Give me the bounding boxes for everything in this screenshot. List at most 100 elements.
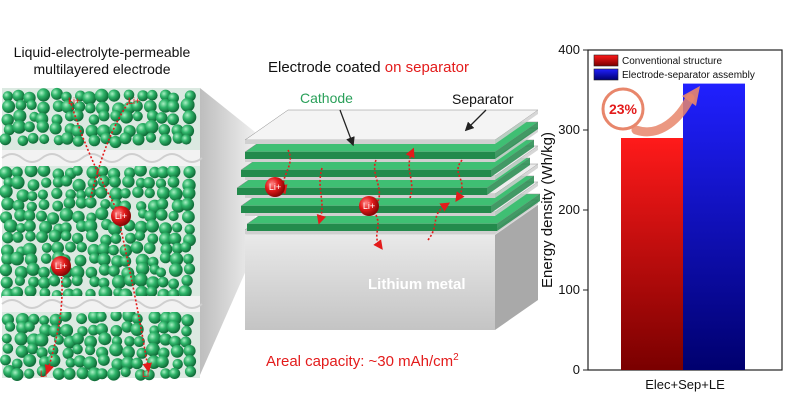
electrode-particle <box>181 314 194 327</box>
electrode-particle <box>52 100 65 112</box>
electrode-particle <box>71 124 84 138</box>
electrode-particle <box>85 345 96 356</box>
electrode-particle <box>15 345 29 358</box>
electrode-particle <box>0 276 13 289</box>
electrode-particle <box>41 242 53 253</box>
electrode-particle <box>89 252 100 264</box>
electrode-particle <box>121 321 133 333</box>
electrode-particle <box>48 275 61 287</box>
electrode-particle <box>130 322 144 336</box>
electrode-particle <box>143 177 155 189</box>
ion-markers-stack: Li+ Li+ <box>265 177 379 216</box>
electrode-particle <box>1 333 12 344</box>
bar-conventional <box>621 138 683 370</box>
electrode-particle <box>61 100 75 114</box>
electrode-particle <box>74 101 86 113</box>
electrode-particle <box>156 166 170 179</box>
electrode-particle <box>65 357 76 368</box>
electrode-particle <box>49 313 63 327</box>
electrode-particle <box>96 311 107 322</box>
electrode-particle <box>28 276 40 288</box>
svg-text:Li+: Li+ <box>363 201 375 211</box>
electrode-particle <box>119 132 132 145</box>
electrode-particle <box>41 177 52 188</box>
electrode-particle <box>75 197 88 209</box>
electrode-particle <box>13 109 27 123</box>
electrode-particle <box>0 133 12 146</box>
annotation-text: 23% <box>609 101 638 117</box>
svg-text:Li+: Li+ <box>128 96 140 106</box>
electrode-particle <box>27 191 38 202</box>
electrode-particle <box>182 210 195 224</box>
electrode-particle <box>17 135 29 147</box>
electrode-particle <box>159 333 172 346</box>
y-tick-label: 200 <box>558 202 580 217</box>
electrode-particle <box>10 286 24 299</box>
bar-assembly <box>683 83 745 370</box>
electrode-particle <box>70 265 85 280</box>
electrode-particle <box>156 267 167 278</box>
electrode-particle <box>14 265 28 279</box>
electrode-particle <box>169 252 184 266</box>
electrode-particle <box>59 207 74 222</box>
lithium-metal-label: Lithium metal <box>368 276 466 293</box>
electrode-particle <box>145 132 157 143</box>
left-title-line2: multilayered electrode <box>33 61 171 77</box>
electrode-particle <box>52 168 65 180</box>
electrode-particle <box>72 178 86 192</box>
electrode-particle <box>5 321 16 332</box>
electrode-particle <box>11 358 23 370</box>
center-panel-title: Electrode coated on separator <box>268 59 469 76</box>
electrode-particle <box>71 332 84 345</box>
electrode-particle <box>98 277 110 289</box>
electrode-particle <box>76 367 89 380</box>
electrode-particle <box>147 89 158 101</box>
electrode-particle <box>183 166 196 179</box>
electrode-particle <box>36 230 48 243</box>
cathode-label: Cathode <box>300 90 353 106</box>
separator-label: Separator <box>452 91 514 107</box>
electrode-particle <box>108 89 121 102</box>
electrode-particle <box>12 199 25 212</box>
electrode-particle <box>100 132 112 145</box>
electrode-particle <box>24 368 35 379</box>
electrode-particle <box>183 263 196 275</box>
electrode-particle <box>178 285 192 299</box>
electrode-particle <box>110 309 122 322</box>
electrode-particle <box>40 253 52 264</box>
electrode-particle <box>36 120 49 133</box>
electrode-particle <box>133 336 145 347</box>
electrode-particle <box>59 309 72 322</box>
electrode-particle <box>125 232 136 244</box>
electrode-particle <box>1 197 15 211</box>
electrode-particle <box>183 355 197 368</box>
electrode-particle <box>82 91 97 106</box>
electrode-particle <box>38 276 51 289</box>
y-tick-label: 0 <box>573 362 580 377</box>
electrode-particle <box>168 210 179 222</box>
svg-text:Li+: Li+ <box>68 96 80 106</box>
electrode-particle <box>169 367 181 379</box>
electrode-particle <box>135 285 149 299</box>
legend-swatch-assembly <box>593 68 619 81</box>
electrode-particle <box>72 135 84 147</box>
electrode-particle <box>88 134 101 147</box>
electrode-particle <box>85 124 99 138</box>
electrode-particle <box>180 197 195 211</box>
electrode-particle <box>2 343 14 354</box>
electrode-particle <box>155 208 168 221</box>
electrode-particle <box>88 114 100 125</box>
svg-text:Li+: Li+ <box>115 211 127 221</box>
y-axis-label: Energy density (Wh/kg) <box>539 132 556 288</box>
separator-leader-arrow <box>464 109 487 132</box>
electrode-particle <box>131 100 143 112</box>
electrode-particle <box>182 110 197 125</box>
electrode-particle <box>156 355 169 369</box>
electrode-particle <box>2 231 14 244</box>
electrode-particle <box>48 324 62 338</box>
electrode-particle <box>27 179 40 192</box>
electrode-particle <box>39 134 50 145</box>
electrode-particle <box>25 231 36 242</box>
